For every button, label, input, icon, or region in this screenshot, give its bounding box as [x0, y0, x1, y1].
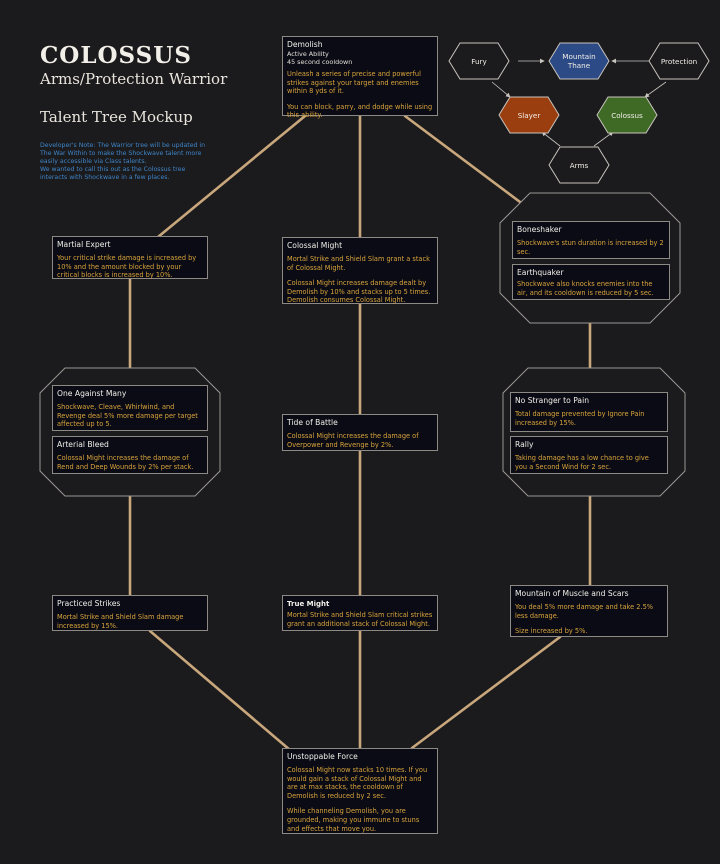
developer-note-line: interacts with Shockwave in a few places…	[40, 174, 170, 181]
spec-arms-label: Arms	[569, 160, 589, 170]
talent-cooldown: 45 second cooldown	[287, 58, 353, 66]
spec-diagram-arrows	[491, 58, 667, 147]
talent-description: Size increased by 5%.	[515, 627, 588, 636]
talent-one-against-many[interactable]: One Against Many Shockwave, Cleave, Whir…	[52, 385, 208, 431]
talent-description: Mortal Strike and Shield Slam critical s…	[287, 611, 433, 628]
talent-name: One Against Many	[57, 389, 127, 398]
page-title: COLOSSUS	[40, 42, 192, 69]
talent-name: Practiced Strikes	[57, 599, 121, 608]
spec-colossus-label: Colossus	[611, 110, 643, 120]
talent-description: Shockwave, Cleave, Whirlwind, and Reveng…	[57, 403, 198, 429]
page-subtitle: Arms/Protection Warrior	[40, 70, 228, 88]
talent-practiced-strikes[interactable]: Practiced Strikes Mortal Strike and Shie…	[52, 595, 208, 631]
talent-description: Shockwave's stun duration is increased b…	[517, 239, 664, 256]
hexagon-shape	[548, 146, 610, 184]
talent-description: You can block, parry, and dodge while us…	[287, 102, 433, 120]
talent-colossal-might[interactable]: Colossal Might Mortal Strike and Shield …	[282, 237, 438, 304]
talent-description: Your critical strike damage is increased…	[57, 254, 197, 280]
edge-demolish-martial-expert	[156, 114, 307, 239]
talent-name: Martial Expert	[57, 240, 111, 249]
developer-note: Developer's Note: The Warrior tree will …	[40, 142, 220, 182]
talent-type: Active Ability	[287, 50, 329, 58]
arrow-fury-slayer	[491, 81, 511, 98]
developer-note-line: Developer's Note: The Warrior tree will …	[40, 142, 206, 149]
talent-arterial-bleed[interactable]: Arterial Bleed Colossal Might increases …	[52, 436, 208, 474]
talent-earthquaker[interactable]: Earthquaker Shockwave also knocks enemie…	[512, 264, 670, 300]
hexagon-shape	[548, 42, 610, 80]
talent-description: Unleash a series of precise and powerful…	[287, 70, 421, 96]
arrow-protection-colossus	[644, 81, 667, 98]
spec-slayer-label: Slayer	[517, 110, 541, 120]
talent-name: True Might	[287, 600, 330, 608]
talent-name: Unstoppable Force	[287, 752, 358, 761]
talent-rally[interactable]: Rally Taking damage has a low chance to …	[510, 436, 668, 474]
developer-note-line: We wanted to call this out as the Coloss…	[40, 166, 186, 173]
talent-description: Colossal Might increases damage dealt by…	[287, 279, 431, 305]
talent-tide-of-battle[interactable]: Tide of Battle Colossal Might increases …	[282, 414, 438, 451]
talent-name: No Stranger to Pain	[515, 396, 590, 405]
hexagon-shape	[448, 42, 510, 80]
spec-colossus: Colossus	[596, 96, 658, 134]
talent-name: Earthquaker	[517, 268, 564, 277]
talent-name: Rally	[515, 440, 534, 449]
edge-practiced-unstoppable	[148, 629, 292, 752]
talent-demolish[interactable]: Demolish Active Ability 45 second cooldo…	[282, 36, 438, 119]
hexagon-shape	[498, 96, 560, 134]
talent-description: Shockwave also knocks enemies into the a…	[517, 280, 654, 297]
arrow-arms-colossus	[593, 131, 614, 147]
edge-mountain-unstoppable	[410, 635, 562, 750]
spec-fury: Fury	[448, 42, 510, 80]
choice-octagon-right	[502, 367, 686, 497]
hexagon-shape	[596, 96, 658, 134]
spec-arms: Arms	[548, 146, 610, 184]
talent-description: Colossal Might increases the damage of R…	[57, 454, 194, 471]
talent-no-stranger-to-pain[interactable]: No Stranger to Pain Total damage prevent…	[510, 392, 668, 432]
talent-unstoppable-force[interactable]: Unstoppable Force Colossal Might now sta…	[282, 748, 438, 834]
talent-description: Mortal Strike and Shield Slam grant a st…	[287, 255, 430, 272]
mockup-label: Talent Tree Mockup	[40, 108, 193, 126]
spec-mountain-thane-label: Mountain Thane	[562, 52, 596, 70]
talent-true-might[interactable]: True Might Mortal Strike and Shield Slam…	[282, 595, 438, 631]
edge-demolish-shockwave-choice	[403, 114, 542, 219]
arrow-arms-slayer	[541, 131, 561, 147]
talent-boneshaker[interactable]: Boneshaker Shockwave's stun duration is …	[512, 221, 670, 259]
spec-mountain-thane: Mountain Thane	[548, 42, 610, 80]
talent-description: Colossal Might now stacks 10 times. If y…	[287, 766, 428, 800]
talent-mountain-of-muscle-and-scars[interactable]: Mountain of Muscle and Scars You deal 5%…	[510, 585, 668, 637]
hexagon-shape	[648, 42, 710, 80]
talent-description: You deal 5% more damage and take 2.5% le…	[515, 603, 654, 620]
developer-note-line: The War Within to make the Shockwave tal…	[40, 150, 202, 157]
talent-name: Mountain of Muscle and Scars	[515, 589, 629, 598]
talent-description: Taking damage has a low chance to give y…	[515, 454, 649, 471]
talent-martial-expert[interactable]: Martial Expert Your critical strike dama…	[52, 236, 208, 279]
talent-name: Boneshaker	[517, 225, 562, 234]
talent-name: Arterial Bleed	[57, 440, 109, 449]
talent-description: Mortal Strike and Shield Slam damage inc…	[57, 613, 184, 630]
developer-note-line: easily accessible via Class talents.	[40, 158, 147, 165]
spec-slayer: Slayer	[498, 96, 560, 134]
spec-protection-label: Protection	[660, 56, 698, 66]
spec-protection: Protection	[648, 42, 710, 80]
talent-name: Colossal Might	[287, 241, 343, 250]
talent-description: Total damage prevented by Ignore Pain in…	[515, 410, 645, 427]
talent-description: While channeling Demolish, you are groun…	[287, 807, 420, 833]
talent-name: Demolish	[287, 40, 323, 49]
spec-fury-label: Fury	[471, 56, 487, 66]
talent-description: Colossal Might increases the damage of O…	[287, 432, 419, 449]
talent-name: Tide of Battle	[287, 418, 338, 427]
